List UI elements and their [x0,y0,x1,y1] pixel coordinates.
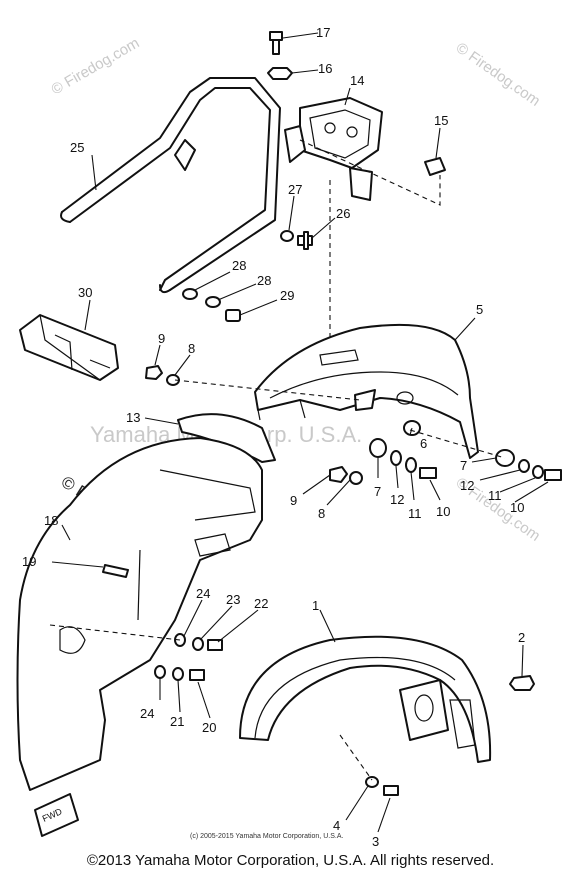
callout-16: 16 [318,61,332,76]
bracket-14 [284,97,383,201]
callout-5: 5 [476,302,483,317]
washer-23 [192,637,204,651]
washer-8b [349,471,363,485]
washer-28a [182,288,198,300]
spacer-7a [369,438,387,458]
bolt-10b [544,469,562,481]
washer-12b [518,459,530,473]
watermark-top-right: © Firedog.com [453,39,544,109]
callout-20: 20 [202,720,216,735]
assembly-line-10 [409,429,506,459]
callout-9a: 9 [158,331,165,346]
callout-25: 25 [70,140,84,155]
callout-19: 19 [22,554,36,569]
grab-bar-25 [60,77,281,294]
front-fender-1 [239,635,492,763]
assembly-line-8 [174,379,361,401]
rear-fender-5 [254,323,479,459]
washer-12a [390,450,402,466]
callout-21: 21 [170,714,184,729]
fwd-arrow: FWD [34,793,79,837]
callout-9b: 9 [290,493,297,508]
callout-14: 14 [350,73,364,88]
bolt-29 [225,309,241,322]
tool-bag-30 [19,314,119,381]
callout-12b: 12 [460,478,474,493]
leader-lines [51,32,549,833]
washer-4 [365,776,379,788]
callout-8a: 8 [188,341,195,356]
callout-10b: 10 [510,500,524,515]
washer-11b [532,465,544,479]
callout-15: 15 [434,113,448,128]
callout-26: 26 [336,206,350,221]
small-copyright: (c) 2005-2015 Yamaha Motor Corporation, … [190,833,343,840]
callout-28b: 28 [257,273,271,288]
callout-7a: 7 [374,484,381,499]
washer-11a [405,457,417,473]
nut-2 [509,675,535,691]
callout-28a: 28 [232,258,246,273]
callout-10a: 10 [436,504,450,519]
callout-6: 6 [420,436,427,451]
callout-29: 29 [280,288,294,303]
callout-22: 22 [254,596,268,611]
assembly-line-15 [299,139,441,206]
callout-24a: 24 [196,586,210,601]
callout-17: 17 [316,25,330,40]
flap-13 [177,413,276,463]
inner-fender-18 [16,437,263,791]
bolt-26 [297,231,313,250]
callout-18: 18 [44,513,58,528]
nut-16 [267,67,293,80]
callout-23: 23 [226,592,240,607]
badge-19 [102,564,129,578]
bolt-20 [189,669,205,681]
bolt-22 [207,639,223,651]
nut-9b [329,466,348,483]
nut-9a [145,365,163,380]
bolt-3 [383,785,399,796]
callout-12a: 12 [390,492,404,507]
callout-1: 1 [312,598,319,613]
block-15 [424,157,446,176]
copyright-footer: ©2013 Yamaha Motor Corporation, U.S.A. A… [86,852,495,869]
washer-21 [172,667,184,681]
washer-28b [205,296,221,308]
callout-7b: 7 [460,458,467,473]
callout-2: 2 [518,630,525,645]
callout-30: 30 [78,285,92,300]
bolt-10a [419,467,437,479]
bolt-17 [269,31,283,55]
callout-13: 13 [126,410,140,425]
watermark-top-left: © Firedog.com [49,34,143,98]
assembly-line-24 [49,624,181,641]
callout-8b: 8 [318,506,325,521]
callout-24b: 24 [140,706,154,721]
callout-3: 3 [372,834,379,849]
washer-24b [154,665,166,679]
callout-11a: 11 [408,506,422,521]
assembly-line-3 [339,734,373,781]
callout-4: 4 [333,818,340,833]
callout-27: 27 [288,182,302,197]
callout-11b: 11 [488,488,502,503]
washer-27 [280,230,294,242]
